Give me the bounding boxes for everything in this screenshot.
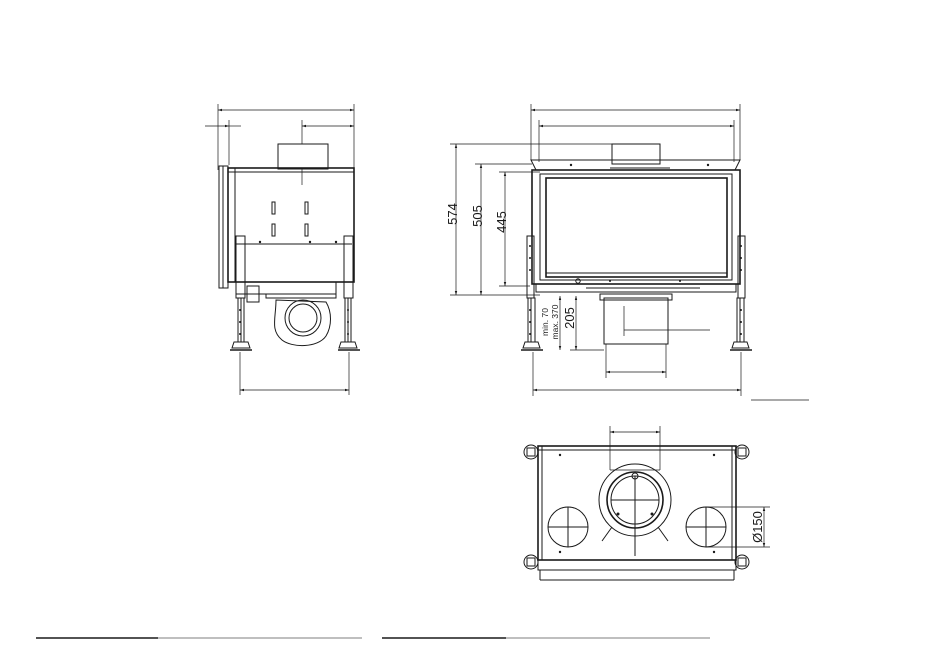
plan-air-inlet-left (548, 507, 588, 547)
front-view: 574 505 445 (445, 104, 809, 400)
side-leg-left (230, 236, 252, 350)
plan-flue-outlet (599, 464, 671, 556)
dim-adjust-max: max. 370 (550, 304, 560, 339)
front-glass (546, 178, 727, 277)
dim-height-total: 574 (445, 203, 460, 225)
side-vent-slot (272, 224, 275, 236)
dim-height-glass: 445 (494, 211, 509, 233)
plan-foot-bottom-left (524, 555, 538, 569)
side-vent-slot (272, 202, 275, 214)
side-leg-right (338, 236, 360, 350)
plan-foot-top-right (735, 445, 749, 459)
front-body (532, 170, 740, 284)
side-body (228, 168, 354, 282)
side-vent-slot (305, 202, 308, 214)
dim-height-base: 205 (562, 307, 577, 329)
front-air-inlet (600, 294, 710, 344)
dim-adjust-min: min. 70 (540, 308, 550, 336)
front-door-frame (540, 174, 732, 280)
side-flue-collar (278, 144, 328, 169)
dim-height-mid: 505 (470, 205, 485, 227)
front-flue-collar (612, 144, 660, 164)
plan-view: Ø150 (524, 426, 770, 580)
plan-foot-top-left (524, 445, 538, 459)
dim-flue-diameter: Ø150 (750, 511, 765, 543)
plan-foot-bottom-right (735, 555, 749, 569)
front-leg-right (730, 236, 752, 350)
plan-air-inlet-right (686, 507, 726, 547)
side-vent-slot (305, 224, 308, 236)
side-view (205, 104, 360, 395)
side-air-intake (275, 300, 331, 346)
